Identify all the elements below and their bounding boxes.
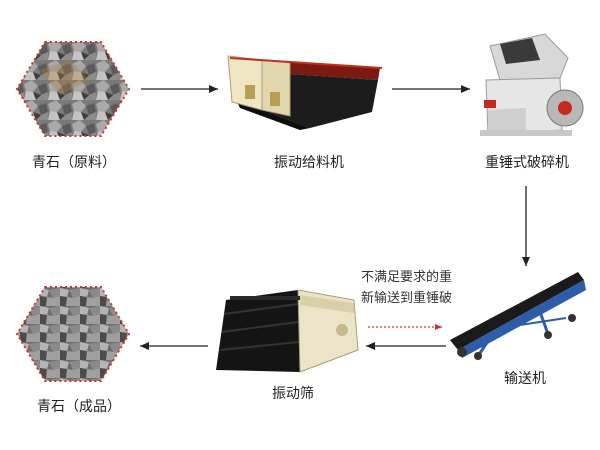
vibrating-feeder-image — [227, 55, 383, 130]
hammer-crusher-label: 重锤式破碎机 — [485, 155, 569, 171]
finished-stone-label: 青石（成品） — [37, 399, 121, 415]
return-note-line-1: 不满足要求的重 — [361, 270, 453, 285]
return-note-line-2: 新输送到重锤破 — [361, 291, 453, 306]
raw-stone-image — [15, 41, 131, 137]
return-note: 不满足要求的重 新输送到重锤破 — [361, 267, 452, 309]
vibrating-screen-image — [216, 289, 359, 373]
raw-stone-label: 青石（原料） — [32, 155, 116, 171]
vibrating-feeder-label: 振动给料机 — [274, 155, 344, 171]
conveyor-label: 输送机 — [504, 371, 546, 387]
belt-conveyor-image — [450, 272, 586, 360]
finished-stone-image — [15, 286, 131, 382]
vibrating-screen-label: 振动筛 — [272, 386, 314, 402]
hammer-crusher-image — [480, 33, 584, 136]
